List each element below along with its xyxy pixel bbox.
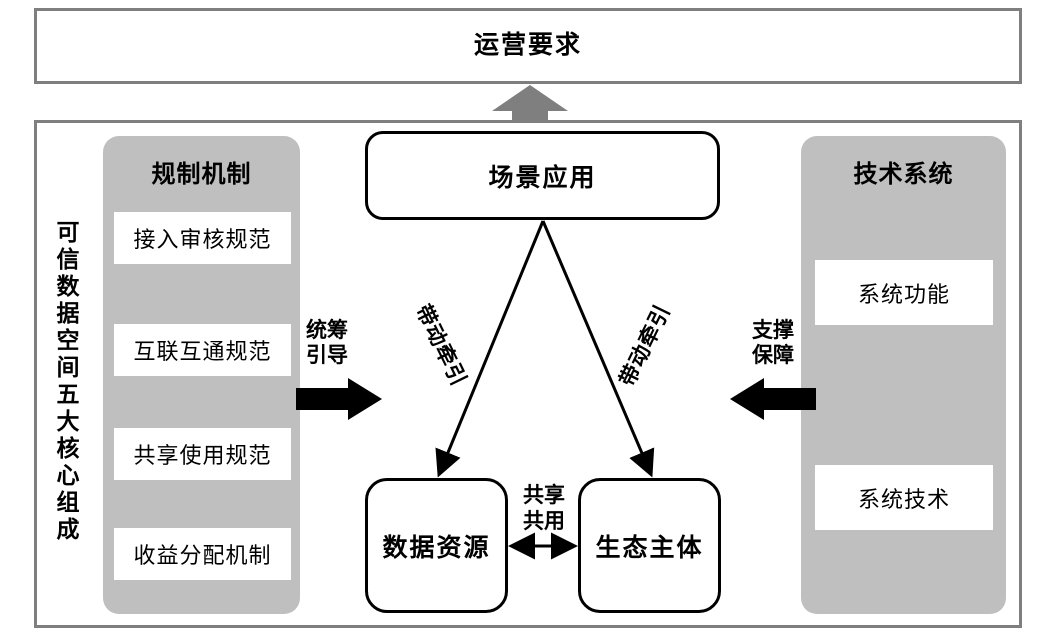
frame-vertical-caption: 可信数据空间五大核心组成 (53, 220, 79, 544)
panel-item-revenue-allocation: 收益分配机制 (114, 528, 291, 580)
node-ecosystem-actor: 生态主体 (578, 478, 721, 613)
panel-technology-system: 技术系统 系统功能 系统技术 (801, 136, 1006, 614)
panel-technology-title: 技术系统 (853, 161, 954, 188)
left-arrow-label: 统筹 引导 (297, 318, 357, 368)
right-arrow-label: 支撑 保障 (742, 318, 804, 368)
panel-regulation-mechanism: 规制机制 接入审核规范 互联互通规范 共享使用规范 收益分配机制 (103, 136, 300, 614)
right-arrow-label-line1: 支撑 (752, 319, 794, 342)
right-pointing-black-arrow-icon (296, 378, 382, 420)
share-use-label-line1: 共享 (523, 484, 565, 507)
share-use-label-line2: 共用 (523, 510, 565, 533)
operation-requirement-title: 运营要求 (473, 31, 582, 59)
panel-item-access-review: 接入审核规范 (114, 212, 291, 264)
panel-item-system-function: 系统功能 (815, 260, 993, 325)
node-scenario-application: 场景应用 (365, 131, 720, 220)
left-pointing-black-arrow-icon (730, 378, 816, 420)
upward-gray-arrow-icon (492, 85, 568, 121)
panel-regulation-title: 规制机制 (151, 161, 252, 188)
operation-requirement-box: 运营要求 (34, 8, 1022, 84)
panel-item-system-technology: 系统技术 (815, 465, 993, 530)
share-use-label: 共享 共用 (513, 483, 575, 535)
panel-item-shared-use: 共享使用规范 (114, 428, 291, 480)
left-arrow-label-line2: 引导 (306, 344, 348, 367)
left-arrow-label-line1: 统筹 (306, 319, 348, 342)
panel-item-interconnection: 互联互通规范 (114, 324, 291, 376)
right-arrow-label-line2: 保障 (752, 344, 794, 367)
node-data-resource: 数据资源 (365, 478, 508, 613)
